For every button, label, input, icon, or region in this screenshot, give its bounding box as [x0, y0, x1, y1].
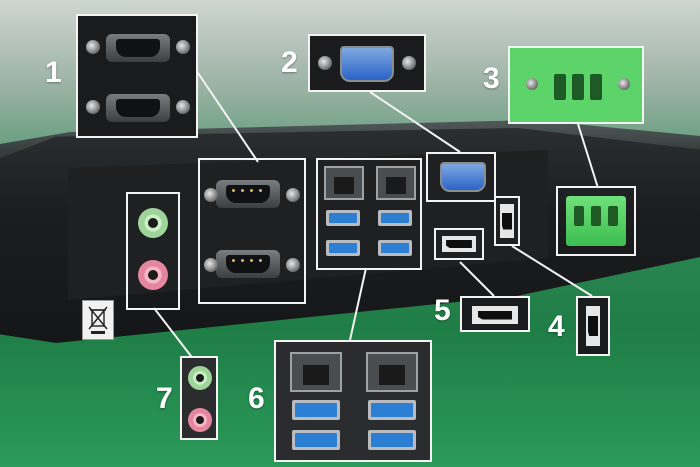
audio-mic-in-jack[interactable]	[138, 260, 168, 290]
usb3-port[interactable]	[326, 210, 360, 226]
callout-number-1: 1	[45, 56, 62, 89]
audio-jack-closeup	[188, 408, 212, 432]
serial-port-com2[interactable]	[216, 250, 280, 278]
serial-screw	[286, 188, 300, 202]
displayport-a-outline	[494, 196, 520, 246]
usb3-port[interactable]	[326, 240, 360, 256]
callout-box-power-terminal	[508, 46, 644, 124]
audio-jack-closeup	[188, 366, 212, 390]
callout-box-audio	[180, 356, 218, 440]
callout-number-5: 5	[434, 294, 451, 327]
terminal-slot	[554, 74, 566, 100]
usb3-port-closeup	[292, 400, 340, 420]
power-terminal-block[interactable]	[566, 196, 626, 246]
callout-box-displayport-horizontal	[460, 296, 530, 332]
serial-ports-outline	[198, 158, 306, 304]
displayport-closeup	[472, 306, 518, 324]
displayport-a[interactable]	[500, 204, 514, 238]
displayport-b[interactable]	[442, 236, 476, 252]
terminal-slot	[572, 74, 584, 100]
usb3-port[interactable]	[378, 240, 412, 256]
callout-box-vga	[308, 34, 426, 92]
lan-port-closeup	[290, 352, 342, 392]
displayport-closeup	[586, 306, 600, 346]
serial-port-closeup	[106, 34, 170, 62]
serial-screw	[204, 188, 218, 202]
power-terminal-outline	[556, 186, 636, 256]
callout-number-2: 2	[281, 46, 298, 79]
callout-number-6: 6	[248, 382, 265, 415]
terminal-slot	[590, 74, 602, 100]
audio-jacks-outline	[126, 192, 180, 310]
weee-bin-icon	[88, 306, 108, 334]
callout-box-lan-usb	[274, 340, 432, 462]
lan-port-2[interactable]	[376, 166, 416, 200]
callout-number-7: 7	[156, 382, 173, 415]
usb3-port-closeup	[368, 400, 416, 420]
lan-usb-outline	[316, 158, 422, 270]
audio-line-out-jack[interactable]	[138, 208, 168, 238]
lan-port-1[interactable]	[324, 166, 364, 200]
callout-number-4: 4	[548, 310, 565, 343]
serial-port-closeup	[106, 94, 170, 122]
serial-screw	[286, 258, 300, 272]
usb3-port-closeup	[292, 430, 340, 450]
callout-number-3: 3	[483, 62, 500, 95]
callout-box-displayport-vertical	[576, 296, 610, 356]
serial-port-com1[interactable]	[216, 180, 280, 208]
callout-box-serial	[76, 14, 198, 138]
lan-port-closeup	[366, 352, 418, 392]
vga-outline	[426, 152, 496, 202]
usb3-port-closeup	[368, 430, 416, 450]
serial-screw	[204, 258, 218, 272]
vga-port[interactable]	[440, 162, 486, 192]
usb3-port[interactable]	[378, 210, 412, 226]
weee-sticker	[82, 300, 114, 340]
displayport-b-outline	[434, 228, 484, 260]
vga-port-closeup	[340, 46, 394, 82]
